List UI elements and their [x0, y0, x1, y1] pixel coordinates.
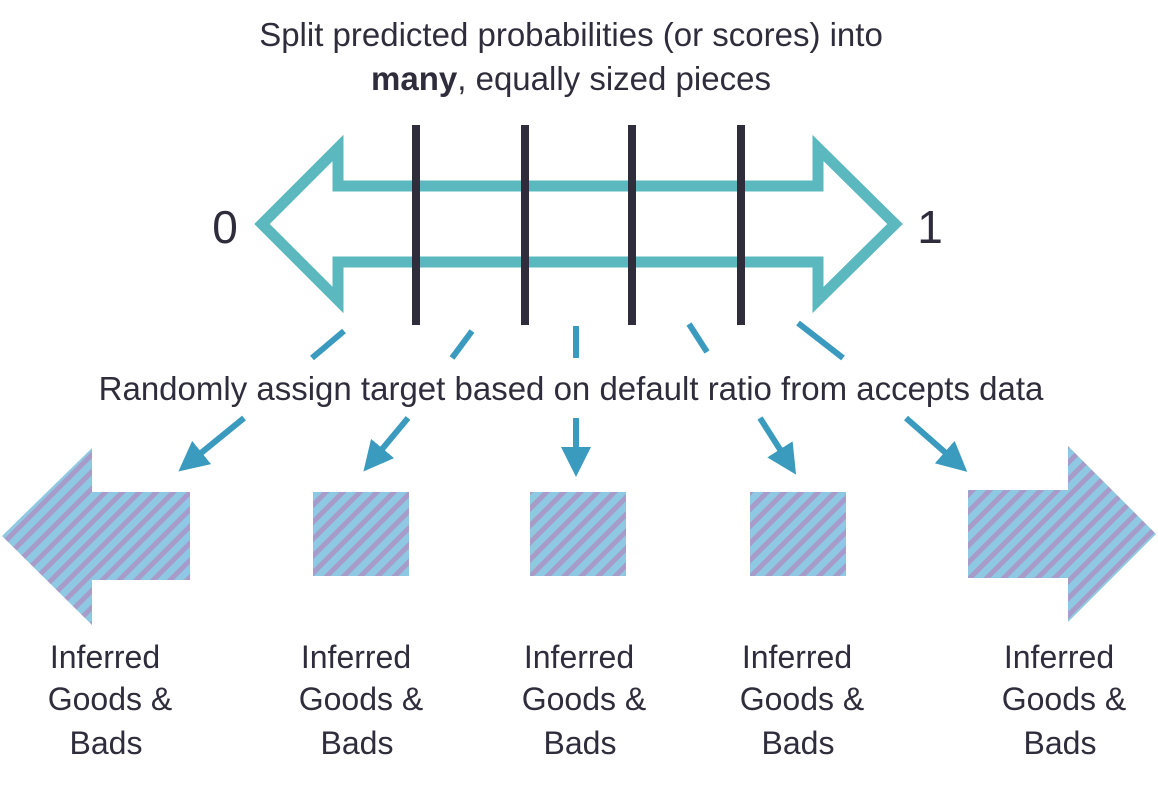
- right-output-arrow: [968, 446, 1156, 622]
- left-output-arrow: [2, 448, 190, 625]
- output-bucket: [313, 492, 409, 576]
- title-line-2: many, equally sized pieces: [371, 60, 771, 97]
- title-line-1: Split predicted probabilities (or scores…: [259, 16, 883, 53]
- output-label-line: Bads: [762, 725, 835, 761]
- output-label-line: Goods &: [1002, 681, 1127, 717]
- output-label-line: Inferred: [1004, 639, 1114, 675]
- output-label-line: Bads: [1024, 725, 1097, 761]
- output-label-line: Goods &: [48, 681, 173, 717]
- probability-range-arrow: [254, 134, 903, 314]
- output-label-line: Inferred: [524, 639, 634, 675]
- pointer-arrow-upper: [796, 320, 845, 361]
- output-label-line: Inferred: [742, 639, 852, 675]
- pointer-arrow-upper: [686, 322, 710, 354]
- output-label: Inferred Goods & Bads: [1002, 639, 1127, 761]
- pointer-arrow-lower: [904, 415, 968, 472]
- output-label: Inferred Goods & Bads: [48, 639, 173, 761]
- output-label: Inferred Goods & Bads: [740, 639, 865, 761]
- pointer-arrow-upper: [449, 329, 475, 360]
- pointer-arrow-lower: [363, 416, 411, 472]
- output-bucket: [750, 492, 846, 576]
- output-label: Inferred Goods & Bads: [522, 639, 647, 761]
- output-label-line: Bads: [70, 725, 143, 761]
- output-label-line: Goods &: [522, 681, 647, 717]
- output-label-line: Goods &: [299, 681, 424, 717]
- output-bucket: [530, 492, 626, 576]
- range-max-label: 1: [917, 201, 943, 253]
- output-label: Inferred Goods & Bads: [299, 639, 424, 761]
- title-emphasis: many: [371, 60, 458, 97]
- pointer-arrow-lower: [757, 416, 797, 475]
- output-label-line: Goods &: [740, 681, 865, 717]
- range-min-label: 0: [212, 201, 238, 253]
- pointer-arrow-upper: [310, 328, 346, 361]
- assignment-text: Randomly assign target based on default …: [99, 370, 1044, 407]
- pointer-arrow-lower: [178, 415, 246, 472]
- output-label-line: Inferred: [50, 639, 160, 675]
- title-line-2-rest: , equally sized pieces: [457, 60, 771, 97]
- output-label-line: Bads: [544, 725, 617, 761]
- output-label-line: Inferred: [301, 639, 411, 675]
- output-label-line: Bads: [321, 725, 394, 761]
